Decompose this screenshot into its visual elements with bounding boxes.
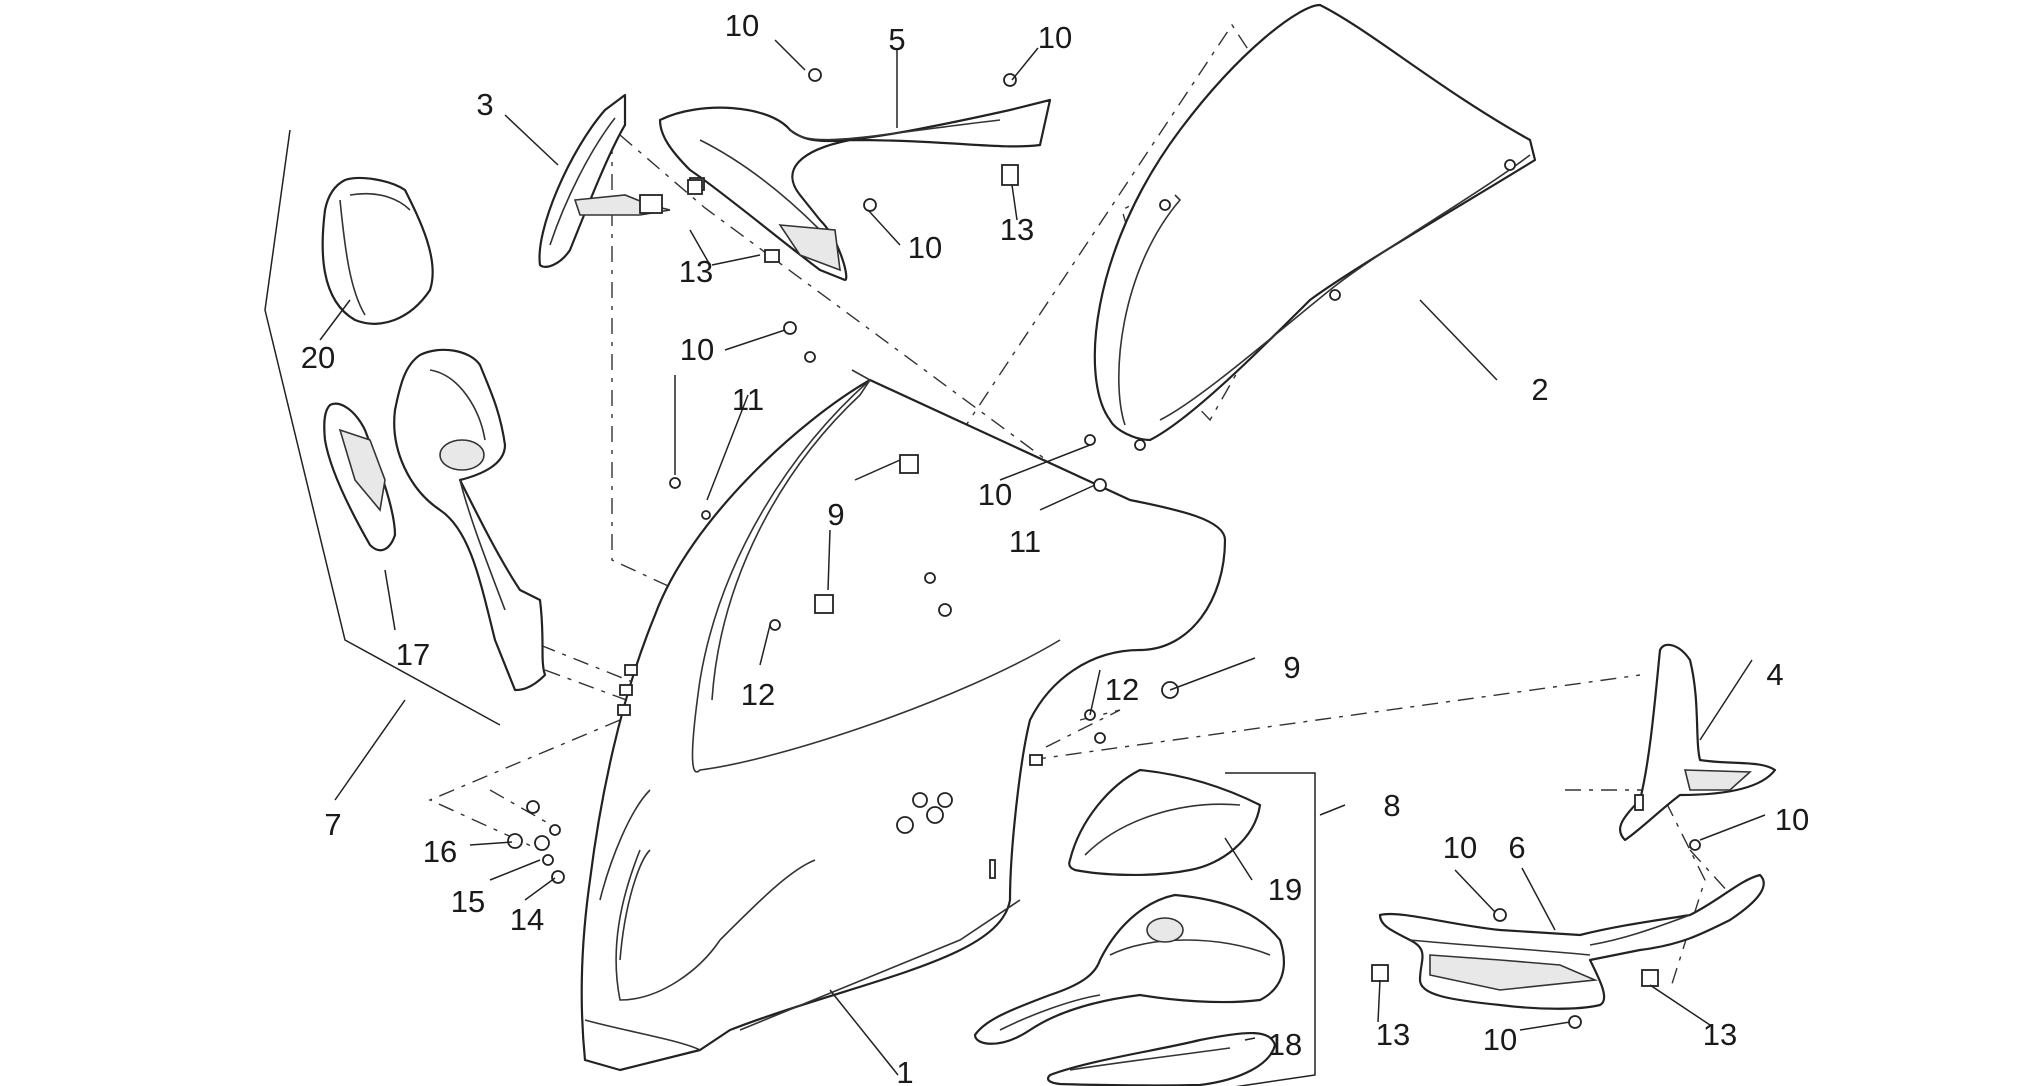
part-7-group-line [264, 129, 501, 726]
callout-leaders [319, 39, 1766, 1076]
callout-10: 10 [680, 332, 714, 367]
callout-20: 20 [301, 340, 335, 375]
callout-6: 6 [1508, 830, 1525, 865]
mirror-glass-part-19 [1068, 768, 1262, 877]
callout-13: 13 [1376, 1017, 1410, 1052]
callout-7: 7 [324, 807, 341, 842]
callout-18: 18 [1268, 1027, 1302, 1062]
windscreen-part [1093, 3, 1537, 451]
callout-11: 11 [732, 382, 764, 417]
callout-labels: 10 5 10 3 10 13 13 20 10 11 2 9 10 11 17… [301, 8, 1809, 1086]
callout-8: 8 [1383, 788, 1400, 823]
callout-1: 1 [896, 1055, 913, 1086]
part-8-group-line [1225, 772, 1316, 1086]
mirror-housing-part [393, 348, 547, 692]
indicator-part-18 [1046, 1032, 1277, 1086]
lower-bracket-part-6 [1378, 873, 1765, 1010]
callout-13: 13 [1703, 1017, 1737, 1052]
side-panel-part-4 [1618, 643, 1777, 842]
callout-13: 13 [1000, 212, 1034, 247]
callout-16: 16 [423, 834, 457, 869]
callout-17: 17 [396, 637, 430, 672]
callout-2: 2 [1531, 372, 1548, 407]
callout-13: 13 [679, 254, 713, 289]
side-cover-part-3 [538, 93, 671, 268]
mirror-glass-part-20 [321, 176, 434, 325]
callout-10: 10 [1775, 802, 1809, 837]
callout-10: 10 [908, 230, 942, 265]
indicator-part-17 [323, 402, 397, 552]
callout-10: 10 [1038, 20, 1072, 55]
callout-4: 4 [1766, 657, 1783, 692]
callout-10: 10 [1443, 830, 1477, 865]
callout-5: 5 [888, 22, 905, 57]
front-fairing-part [580, 369, 1227, 1072]
callout-3: 3 [476, 87, 493, 122]
fastener-hardware [507, 68, 1701, 1029]
callout-10: 10 [978, 477, 1012, 512]
callout-12: 12 [1105, 672, 1139, 707]
callout-19: 19 [1268, 872, 1302, 907]
callout-10: 10 [725, 8, 759, 43]
callout-10: 10 [1483, 1022, 1517, 1057]
callout-11: 11 [1009, 524, 1041, 559]
callout-12: 12 [741, 677, 775, 712]
upper-bracket-part-5 [658, 98, 1052, 282]
callout-9: 9 [827, 497, 844, 532]
callout-15: 15 [451, 884, 485, 919]
mirror-housing-part-8 [973, 893, 1285, 1045]
callout-9: 9 [1283, 650, 1300, 685]
callout-14: 14 [510, 902, 544, 937]
